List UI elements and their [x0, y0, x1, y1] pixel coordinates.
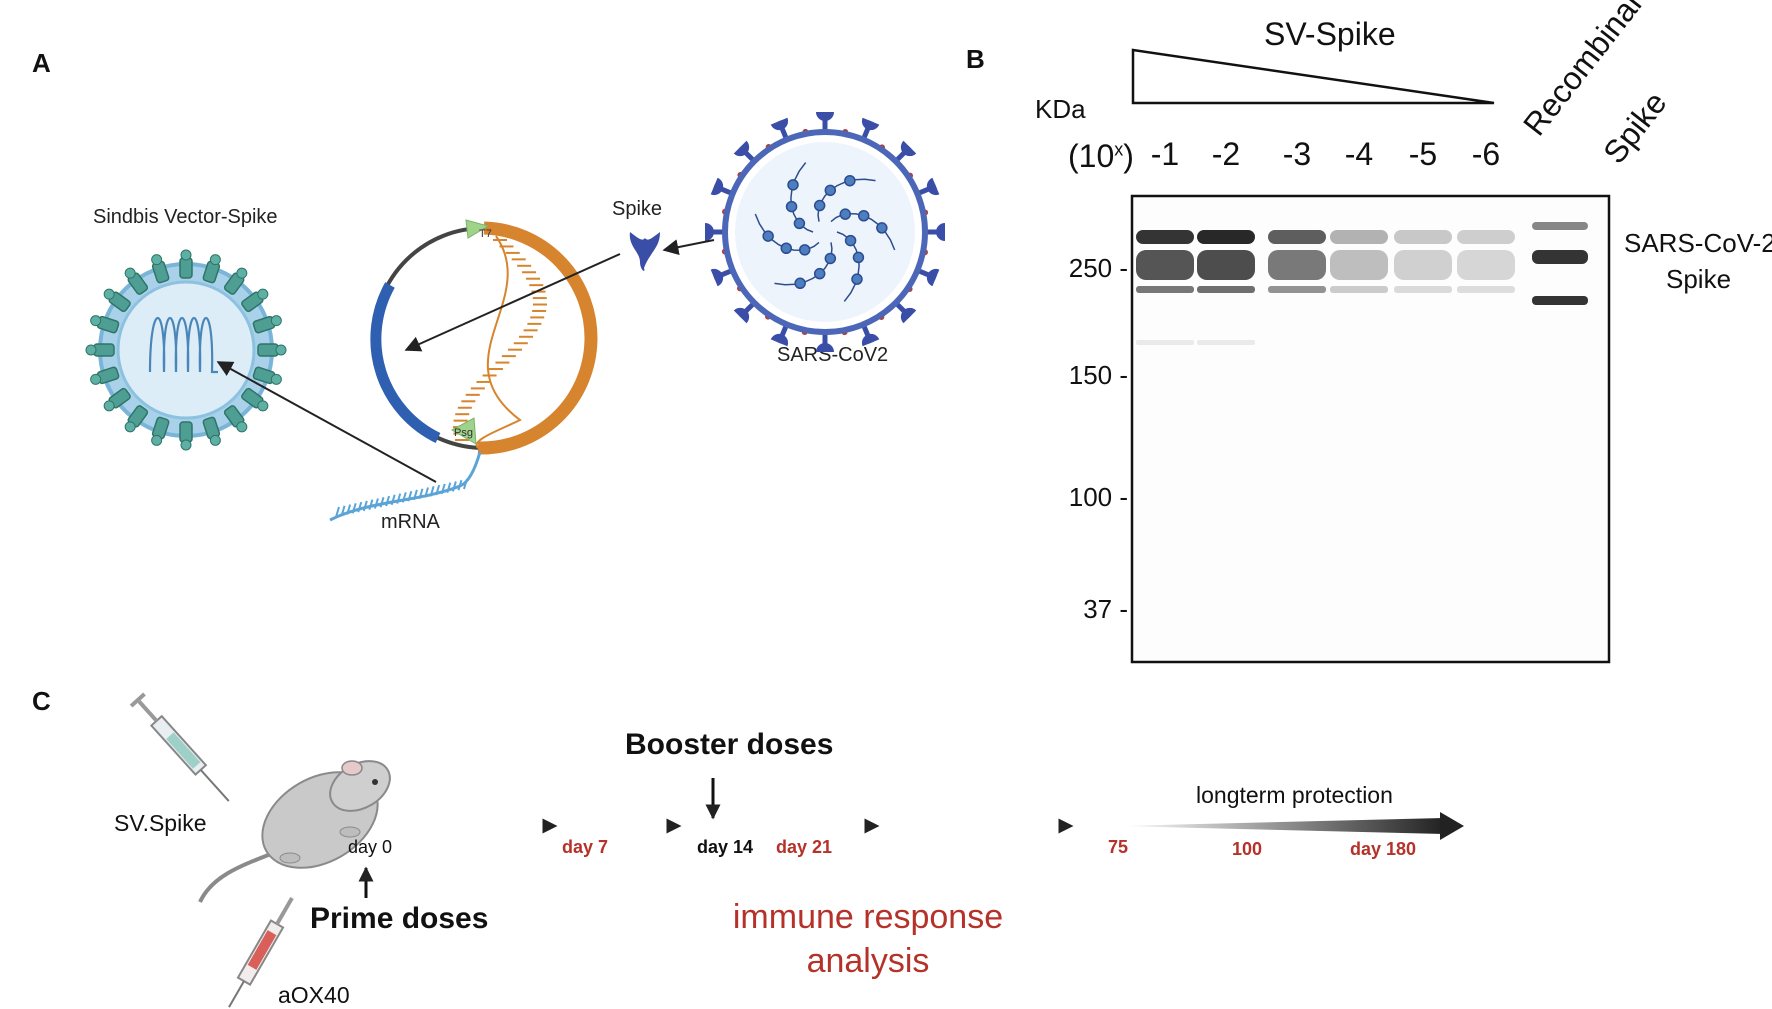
arrow-spike-to-plasmid	[404, 253, 621, 352]
lane-label-3: -3	[1282, 136, 1312, 172]
day100-label: 100	[1232, 839, 1263, 859]
mrna-strand-icon	[329, 451, 482, 522]
day14-label: day 14	[697, 837, 754, 857]
immune-response-line1: immune response	[732, 898, 1004, 936]
aox40-injection-label: aOX40	[278, 982, 350, 1008]
dilution-exponent-label: (10x)	[1068, 138, 1134, 174]
panel-c-letter: C	[32, 686, 51, 716]
band-label-line2: Spike	[1666, 264, 1732, 294]
sindbis-virus-icon	[85, 249, 287, 451]
arrow-mrna-to-sindbis	[216, 361, 437, 483]
mouse-icon	[198, 760, 391, 903]
lane-label-6: -6	[1471, 136, 1501, 172]
t7-promoter-label: T7	[479, 228, 492, 240]
panel-a-letter: A	[32, 48, 51, 78]
day180-label: day 180	[1350, 839, 1417, 859]
arrow-sars-to-spike	[662, 239, 715, 256]
mrna-label: mRNA	[381, 511, 440, 533]
syringe-aox40-icon	[228, 897, 294, 1008]
lane-label-1: -1	[1150, 136, 1180, 172]
lane-label-5: -5	[1408, 136, 1438, 172]
sindbis-vector-label: Sindbis Vector-Spike	[93, 206, 278, 228]
sv-spike-title: SV-Spike	[1264, 16, 1396, 52]
mw-marker-150: 150 -	[1068, 360, 1128, 390]
psg-promoter-label: Psg	[454, 427, 473, 439]
syringe-sv-spike-icon	[129, 692, 230, 802]
sars-cov2-virus-icon	[705, 112, 945, 352]
day21-label: day 21	[776, 837, 833, 857]
spike-protein-icon	[629, 232, 660, 271]
longterm-protection-label: longterm protection	[1196, 782, 1393, 808]
lane-label-4: -4	[1344, 136, 1374, 172]
day75-label: 75	[1108, 837, 1129, 857]
lane-label-2: -2	[1211, 136, 1241, 172]
mw-marker-37: 37 -	[1083, 594, 1128, 624]
kda-label: KDa	[1035, 94, 1086, 124]
mw-marker-100: 100 -	[1068, 482, 1128, 512]
mw-marker-250: 250 -	[1068, 253, 1128, 283]
panel-b-letter: B	[966, 44, 985, 74]
prime-doses-label: Prime doses	[310, 902, 489, 935]
immune-response-line2: analysis	[806, 942, 930, 980]
booster-doses-label: Booster doses	[625, 728, 834, 761]
western-blot-bands	[1136, 222, 1588, 345]
day7-label: day 7	[562, 837, 609, 857]
dilution-gradient-triangle	[1131, 48, 1495, 105]
spike-label: Spike	[612, 198, 663, 220]
band-label-line1: SARS-CoV-2	[1624, 228, 1772, 258]
plasmid-icon	[370, 219, 598, 455]
day0-label: day 0	[348, 837, 393, 857]
sars-cov2-label: SARS-CoV2	[777, 344, 889, 366]
sv-spike-injection-label: SV.Spike	[114, 810, 207, 836]
longterm-arrow	[1120, 812, 1464, 840]
